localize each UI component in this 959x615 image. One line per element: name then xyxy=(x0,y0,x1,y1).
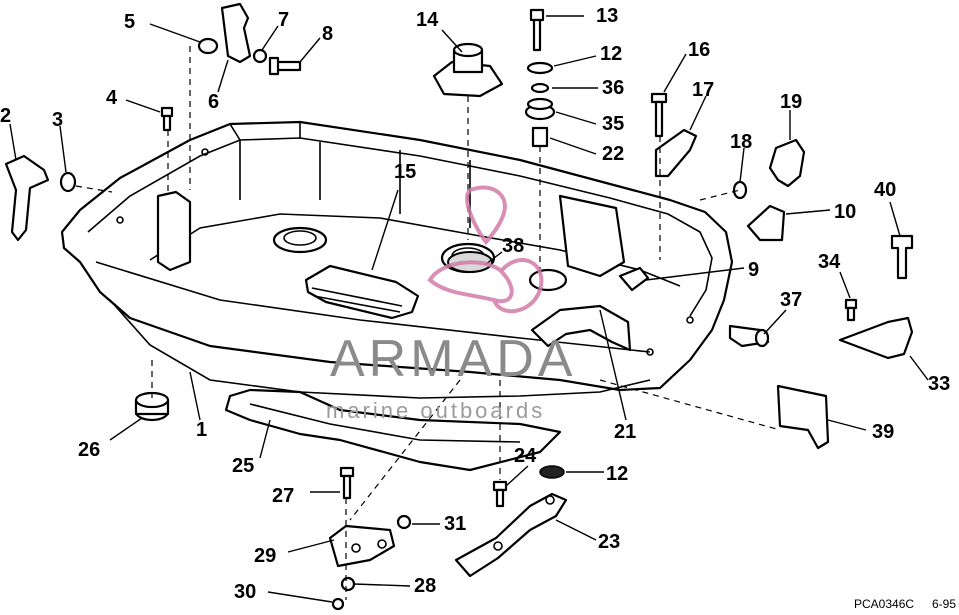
part-10-grommet xyxy=(746,204,786,242)
part-29-bracket xyxy=(328,524,396,568)
part-8-bolt xyxy=(268,56,302,76)
part-28-washer xyxy=(340,576,356,592)
part-25-seal xyxy=(224,388,562,472)
drawing-code: PCA0346C xyxy=(854,597,914,611)
callout-3: 3 xyxy=(52,109,63,131)
part-35-grommet xyxy=(524,97,556,121)
callout-4: 4 xyxy=(106,87,118,109)
part-30-screw xyxy=(331,597,345,611)
callout-16: 16 xyxy=(688,39,710,61)
part-24-screw xyxy=(492,480,508,508)
callout-34: 34 xyxy=(818,251,841,273)
callout-22: 22 xyxy=(602,143,624,165)
part-13-bolt xyxy=(529,8,545,52)
callout-14: 14 xyxy=(416,9,439,31)
callout-10: 10 xyxy=(834,201,856,223)
part-16-screw xyxy=(650,92,668,138)
part-15-pad xyxy=(304,264,420,320)
callout-35: 35 xyxy=(602,113,624,135)
callout-18: 18 xyxy=(730,131,752,153)
lower-motor-cover xyxy=(60,120,734,399)
callout-30: 30 xyxy=(234,581,256,603)
part-39-plate xyxy=(776,384,830,450)
part-14-grommet xyxy=(432,42,504,98)
part-23-bracket xyxy=(454,492,568,578)
part-34-screw xyxy=(844,298,858,322)
callout-21: 21 xyxy=(614,421,636,443)
callout-27: 27 xyxy=(272,485,294,507)
callout-9: 9 xyxy=(748,259,759,281)
callout-19: 19 xyxy=(780,91,802,113)
callout-29: 29 xyxy=(254,545,276,567)
callout-12-upper: 12 xyxy=(600,43,622,65)
callout-28: 28 xyxy=(414,575,436,597)
callout-1: 1 xyxy=(196,419,207,441)
callout-7: 7 xyxy=(278,9,289,31)
part-33-bracket xyxy=(838,316,914,360)
part-2-lever xyxy=(4,154,50,242)
callout-25: 25 xyxy=(232,455,254,477)
callout-31: 31 xyxy=(444,513,466,535)
callout-23: 23 xyxy=(598,531,620,553)
callout-40: 40 xyxy=(874,179,896,201)
part-40-bracket xyxy=(890,234,914,280)
leader-lines xyxy=(9,15,929,603)
part-12-washer xyxy=(526,61,554,75)
callout-36: 36 xyxy=(602,77,624,99)
part-3-washer xyxy=(59,171,77,193)
part-27-bolt xyxy=(339,466,355,500)
part-17-bracket xyxy=(654,128,698,178)
part-26-grommet xyxy=(134,391,170,422)
callout-15: 15 xyxy=(394,161,416,183)
callout-13: 13 xyxy=(596,5,618,27)
part-5-washer xyxy=(197,37,219,55)
callout-26: 26 xyxy=(78,439,100,461)
callout-6: 6 xyxy=(208,91,219,113)
date-code: 6-95 xyxy=(932,597,956,611)
watermark-tagline: marine outboards xyxy=(326,398,545,423)
part-22-sleeve xyxy=(531,126,549,148)
watermark-brand: ARMADA xyxy=(330,330,576,388)
part-31-nut xyxy=(396,514,412,530)
callout-37: 37 xyxy=(780,289,802,311)
part-18-washer xyxy=(732,180,748,200)
callout-5: 5 xyxy=(124,11,135,33)
callout-2: 2 xyxy=(0,105,11,127)
callout-8: 8 xyxy=(322,23,333,45)
callout-labels: 1 2 3 4 5 6 7 8 9 10 12 12 13 14 15 16 1… xyxy=(0,5,950,603)
callout-24: 24 xyxy=(514,445,537,467)
part-7-washer xyxy=(252,48,268,64)
part-9-pin xyxy=(618,266,650,292)
part-4-screw xyxy=(160,106,174,132)
part-6-latch xyxy=(220,2,252,64)
part-37-plug xyxy=(728,324,770,348)
alignment-lines xyxy=(75,46,781,600)
part-12-lower-washer xyxy=(539,465,565,479)
callout-12-lower: 12 xyxy=(606,463,628,485)
watermark: ARMADA marine outboards xyxy=(326,185,576,423)
callout-33: 33 xyxy=(928,373,950,395)
callout-39: 39 xyxy=(872,421,894,443)
callout-38: 38 xyxy=(502,235,524,257)
armada-logo-mark xyxy=(427,185,544,314)
part-19-clip xyxy=(768,138,806,188)
callout-17: 17 xyxy=(692,79,714,101)
part-36-washer xyxy=(530,82,550,94)
